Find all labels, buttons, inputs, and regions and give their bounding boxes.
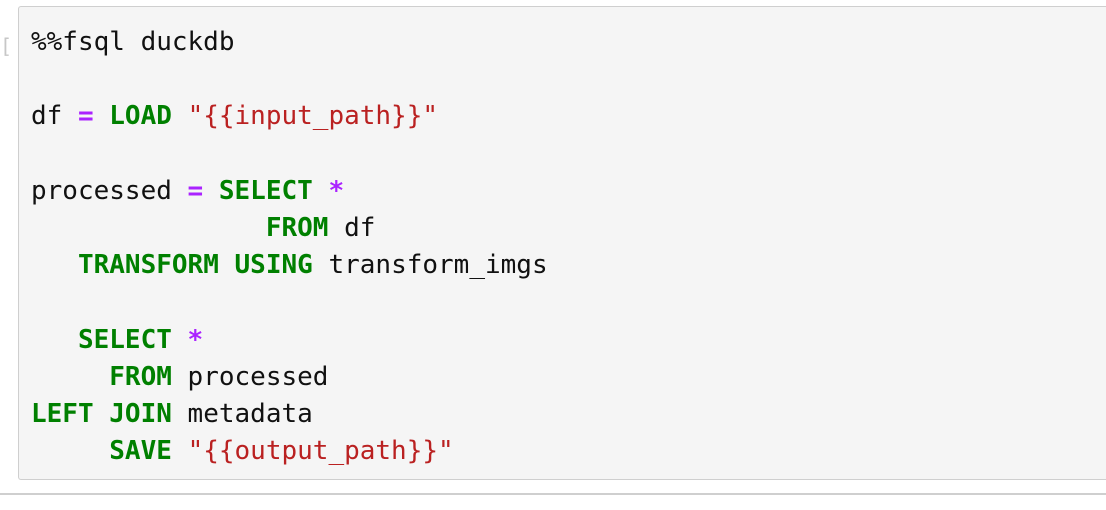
code-text: metadata — [171, 398, 313, 429]
code-text — [31, 325, 78, 355]
sql-operator: = — [187, 175, 204, 206]
sql-keyword: SELECT — [218, 175, 313, 206]
code-text — [172, 436, 188, 466]
code-line: processed = SELECT * — [31, 173, 548, 210]
code-line: SELECT * — [31, 322, 548, 359]
sql-keyword: JOIN — [109, 398, 172, 429]
code-text — [172, 325, 188, 355]
sql-keyword: TRANSFORM — [77, 250, 219, 281]
sql-keyword: LOAD — [109, 101, 172, 132]
sql-keyword: FROM — [265, 212, 329, 243]
code-text — [313, 176, 329, 206]
code-line: LEFT JOIN metadata — [31, 396, 548, 433]
code-text: %%fsql duckdb — [31, 27, 235, 57]
sql-string: "{{output_path}}" — [187, 436, 454, 467]
input-prompt-marker: [ — [0, 34, 13, 58]
code-text — [31, 213, 266, 243]
sql-keyword: LEFT — [31, 398, 94, 429]
code-text: transform_imgs — [312, 250, 548, 281]
code-line: %%fsql duckdb — [31, 24, 548, 61]
sql-operator: * — [187, 324, 204, 355]
code-line: TRANSFORM USING transform_imgs — [31, 247, 548, 284]
code-line: df = LOAD "{{input_path}}" — [31, 98, 548, 135]
sql-keyword: SELECT — [77, 324, 172, 355]
code-text — [31, 436, 109, 466]
sql-keyword: USING — [234, 250, 313, 281]
code-line: SAVE "{{output_path}}" — [31, 433, 548, 470]
code-line — [31, 61, 548, 98]
code-text: df — [31, 101, 78, 132]
code-text: processed — [171, 361, 329, 392]
code-line: FROM processed — [31, 359, 548, 396]
code-line — [31, 136, 548, 173]
sql-operator: = — [77, 101, 94, 132]
code-cell[interactable]: %%fsql duckdb df = LOAD "{{input_path}}"p… — [18, 6, 1106, 480]
code-text: processed — [31, 175, 188, 206]
code-text — [172, 101, 188, 131]
code-line — [31, 284, 548, 321]
code-text — [31, 362, 109, 392]
cell-divider — [0, 493, 1106, 495]
code-text — [203, 176, 219, 206]
code-text — [31, 250, 78, 280]
code-text — [94, 399, 110, 429]
sql-keyword: FROM — [109, 361, 172, 392]
code-line: FROM df — [31, 210, 548, 247]
code-editor[interactable]: %%fsql duckdb df = LOAD "{{input_path}}"p… — [31, 24, 548, 470]
sql-string: "{{input_path}}" — [187, 101, 439, 132]
sql-operator: * — [328, 175, 345, 206]
code-text — [94, 101, 110, 131]
sql-keyword: SAVE — [109, 436, 172, 467]
code-text — [219, 250, 235, 280]
code-text: df — [328, 212, 376, 243]
